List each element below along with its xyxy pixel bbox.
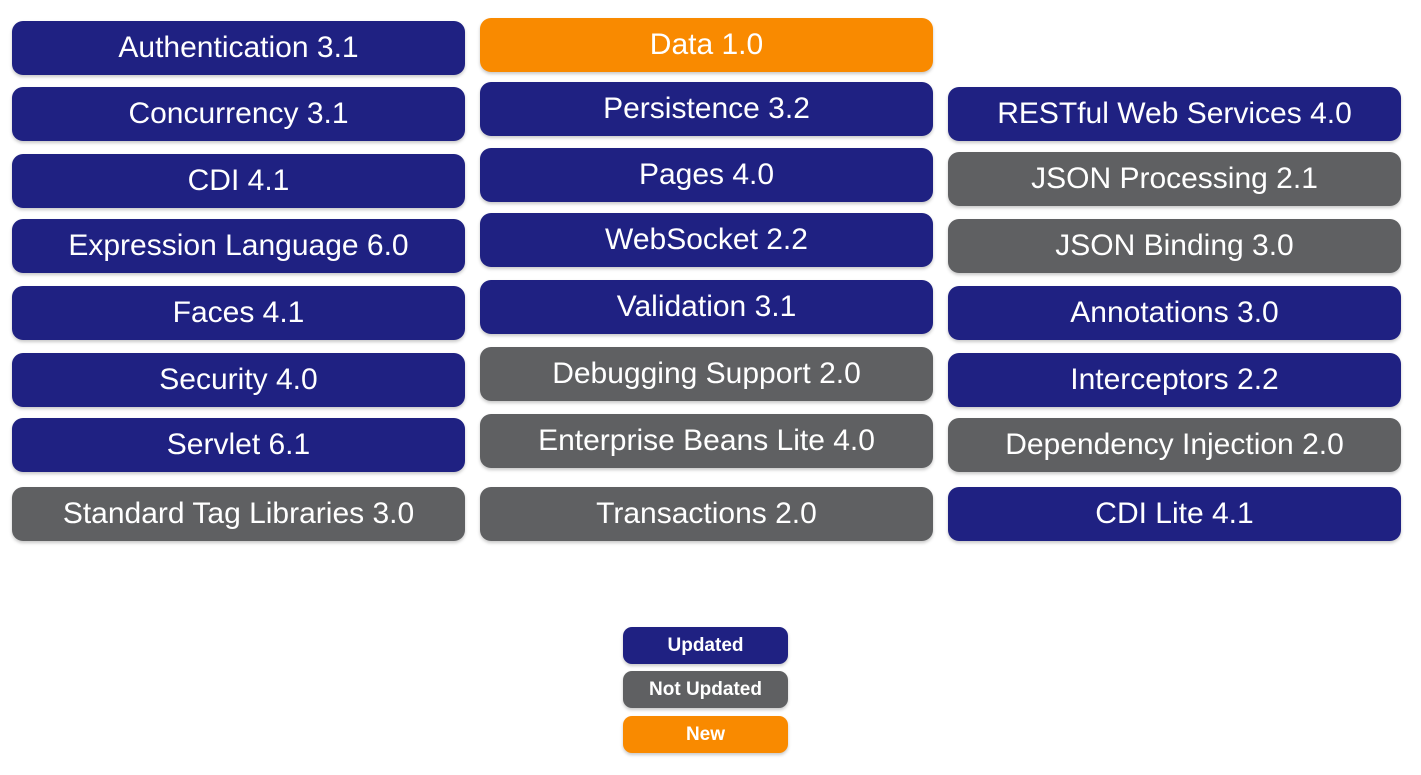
spec-cdi-lite: CDI Lite 4.1 — [948, 487, 1401, 541]
spec-websocket: WebSocket 2.2 — [480, 213, 933, 267]
spec-servlet: Servlet 6.1 — [12, 418, 465, 472]
legend-new: New — [623, 716, 788, 753]
spec-annotations: Annotations 3.0 — [948, 286, 1401, 340]
spec-json-binding: JSON Binding 3.0 — [948, 219, 1401, 273]
legend-not-updated: Not Updated — [623, 671, 788, 708]
spec-expression-language: Expression Language 6.0 — [12, 219, 465, 273]
spec-transactions: Transactions 2.0 — [480, 487, 933, 541]
spec-json-processing: JSON Processing 2.1 — [948, 152, 1401, 206]
spec-concurrency: Concurrency 3.1 — [12, 87, 465, 141]
spec-interceptors: Interceptors 2.2 — [948, 353, 1401, 407]
spec-faces: Faces 4.1 — [12, 286, 465, 340]
legend-updated: Updated — [623, 627, 788, 664]
spec-authentication: Authentication 3.1 — [12, 21, 465, 75]
spec-standard-tag-libraries: Standard Tag Libraries 3.0 — [12, 487, 465, 541]
spec-persistence: Persistence 3.2 — [480, 82, 933, 136]
spec-pages: Pages 4.0 — [480, 148, 933, 202]
spec-security: Security 4.0 — [12, 353, 465, 407]
spec-debugging-support: Debugging Support 2.0 — [480, 347, 933, 401]
spec-cdi: CDI 4.1 — [12, 154, 465, 208]
spec-validation: Validation 3.1 — [480, 280, 933, 334]
spec-enterprise-beans-lite: Enterprise Beans Lite 4.0 — [480, 414, 933, 468]
spec-restful-web-services: RESTful Web Services 4.0 — [948, 87, 1401, 141]
spec-dependency-injection: Dependency Injection 2.0 — [948, 418, 1401, 472]
spec-data: Data 1.0 — [480, 18, 933, 72]
